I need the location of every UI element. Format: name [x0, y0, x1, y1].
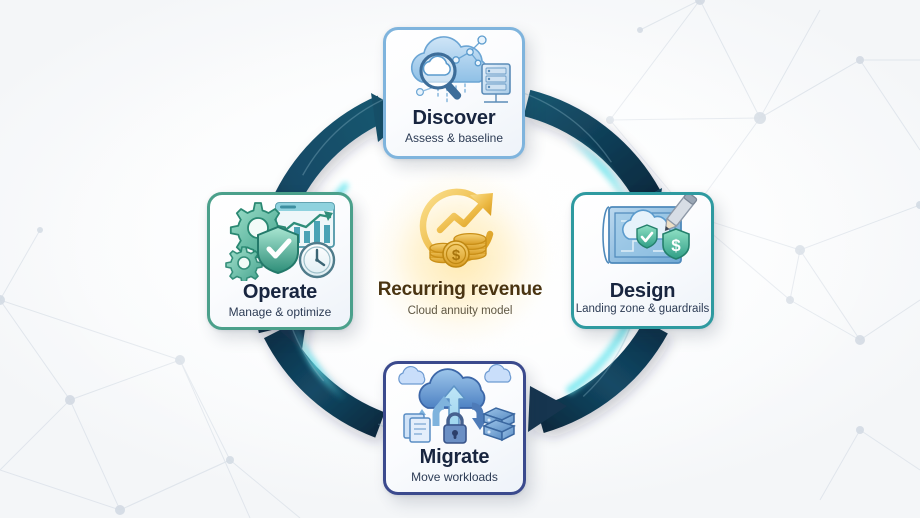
stage-subtitle-design: Landing zone & guardrails [575, 303, 710, 315]
stage-card-discover[interactable]: Discover Assess & baseline [383, 27, 525, 159]
hub-recurring-revenue: $ Recurring revenue Cloud annuity model [371, 174, 549, 344]
arrow-design-to-migrate [528, 320, 668, 433]
svg-text:$: $ [452, 247, 461, 264]
coins-growth-arrow-cycle-icon: $ [419, 188, 494, 268]
stage-title-migrate: Migrate [419, 446, 490, 468]
hub-subtitle: Cloud annuity model [407, 305, 513, 317]
stage-title-operate: Operate [242, 281, 318, 303]
hub-title: Recurring revenue [377, 279, 543, 300]
cloud-magnifier-server-icon [410, 35, 511, 103]
svg-text:$: $ [671, 236, 681, 255]
stage-subtitle-migrate: Move workloads [411, 470, 498, 484]
stage-subtitle-operate: Manage & optimize [228, 305, 332, 319]
blueprint-pencil-shield-icon: $ [601, 195, 697, 264]
stage-card-operate[interactable]: Operate Manage & optimize [207, 192, 353, 330]
stage-card-design[interactable]: $ Design Landing zone & guardrails [571, 192, 714, 329]
stage-title-design: Design [609, 280, 676, 302]
cloud-upload-lock-server-icon [397, 364, 516, 444]
gear-shield-chart-clock-icon [225, 202, 336, 281]
stage-subtitle-discover: Assess & baseline [404, 131, 504, 145]
stage-card-migrate[interactable]: Migrate Move workloads [383, 361, 526, 495]
stage-title-discover: Discover [412, 107, 496, 129]
